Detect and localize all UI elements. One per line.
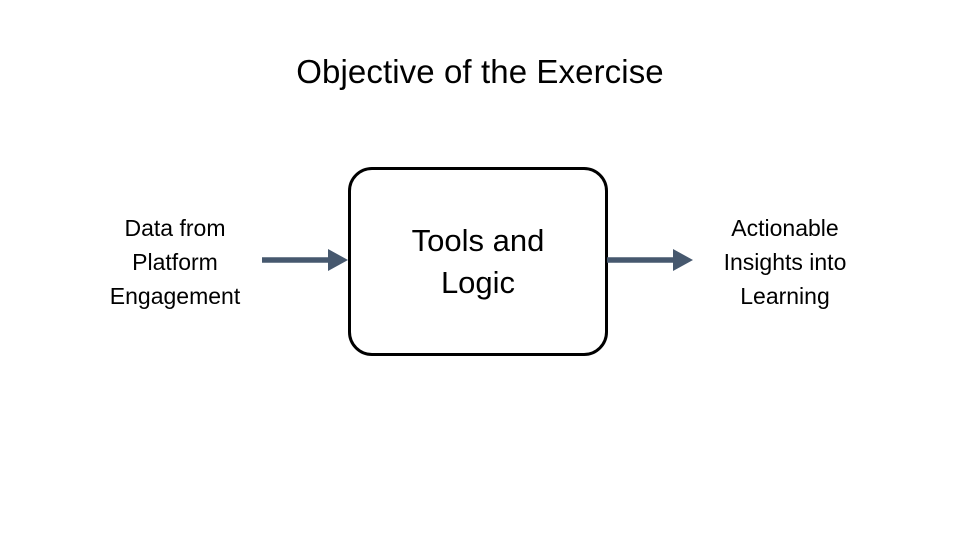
input-arrow-icon xyxy=(262,249,348,271)
output-label: Actionable Insights into Learning xyxy=(723,215,847,309)
page-title: Objective of the Exercise xyxy=(296,53,664,90)
process-box[interactable]: Tools and Logic xyxy=(348,167,608,356)
output-arrow-icon xyxy=(607,249,693,271)
input-label: Data from Platform Engagement xyxy=(109,215,241,309)
process-box-label: Tools and Logic xyxy=(411,222,545,300)
